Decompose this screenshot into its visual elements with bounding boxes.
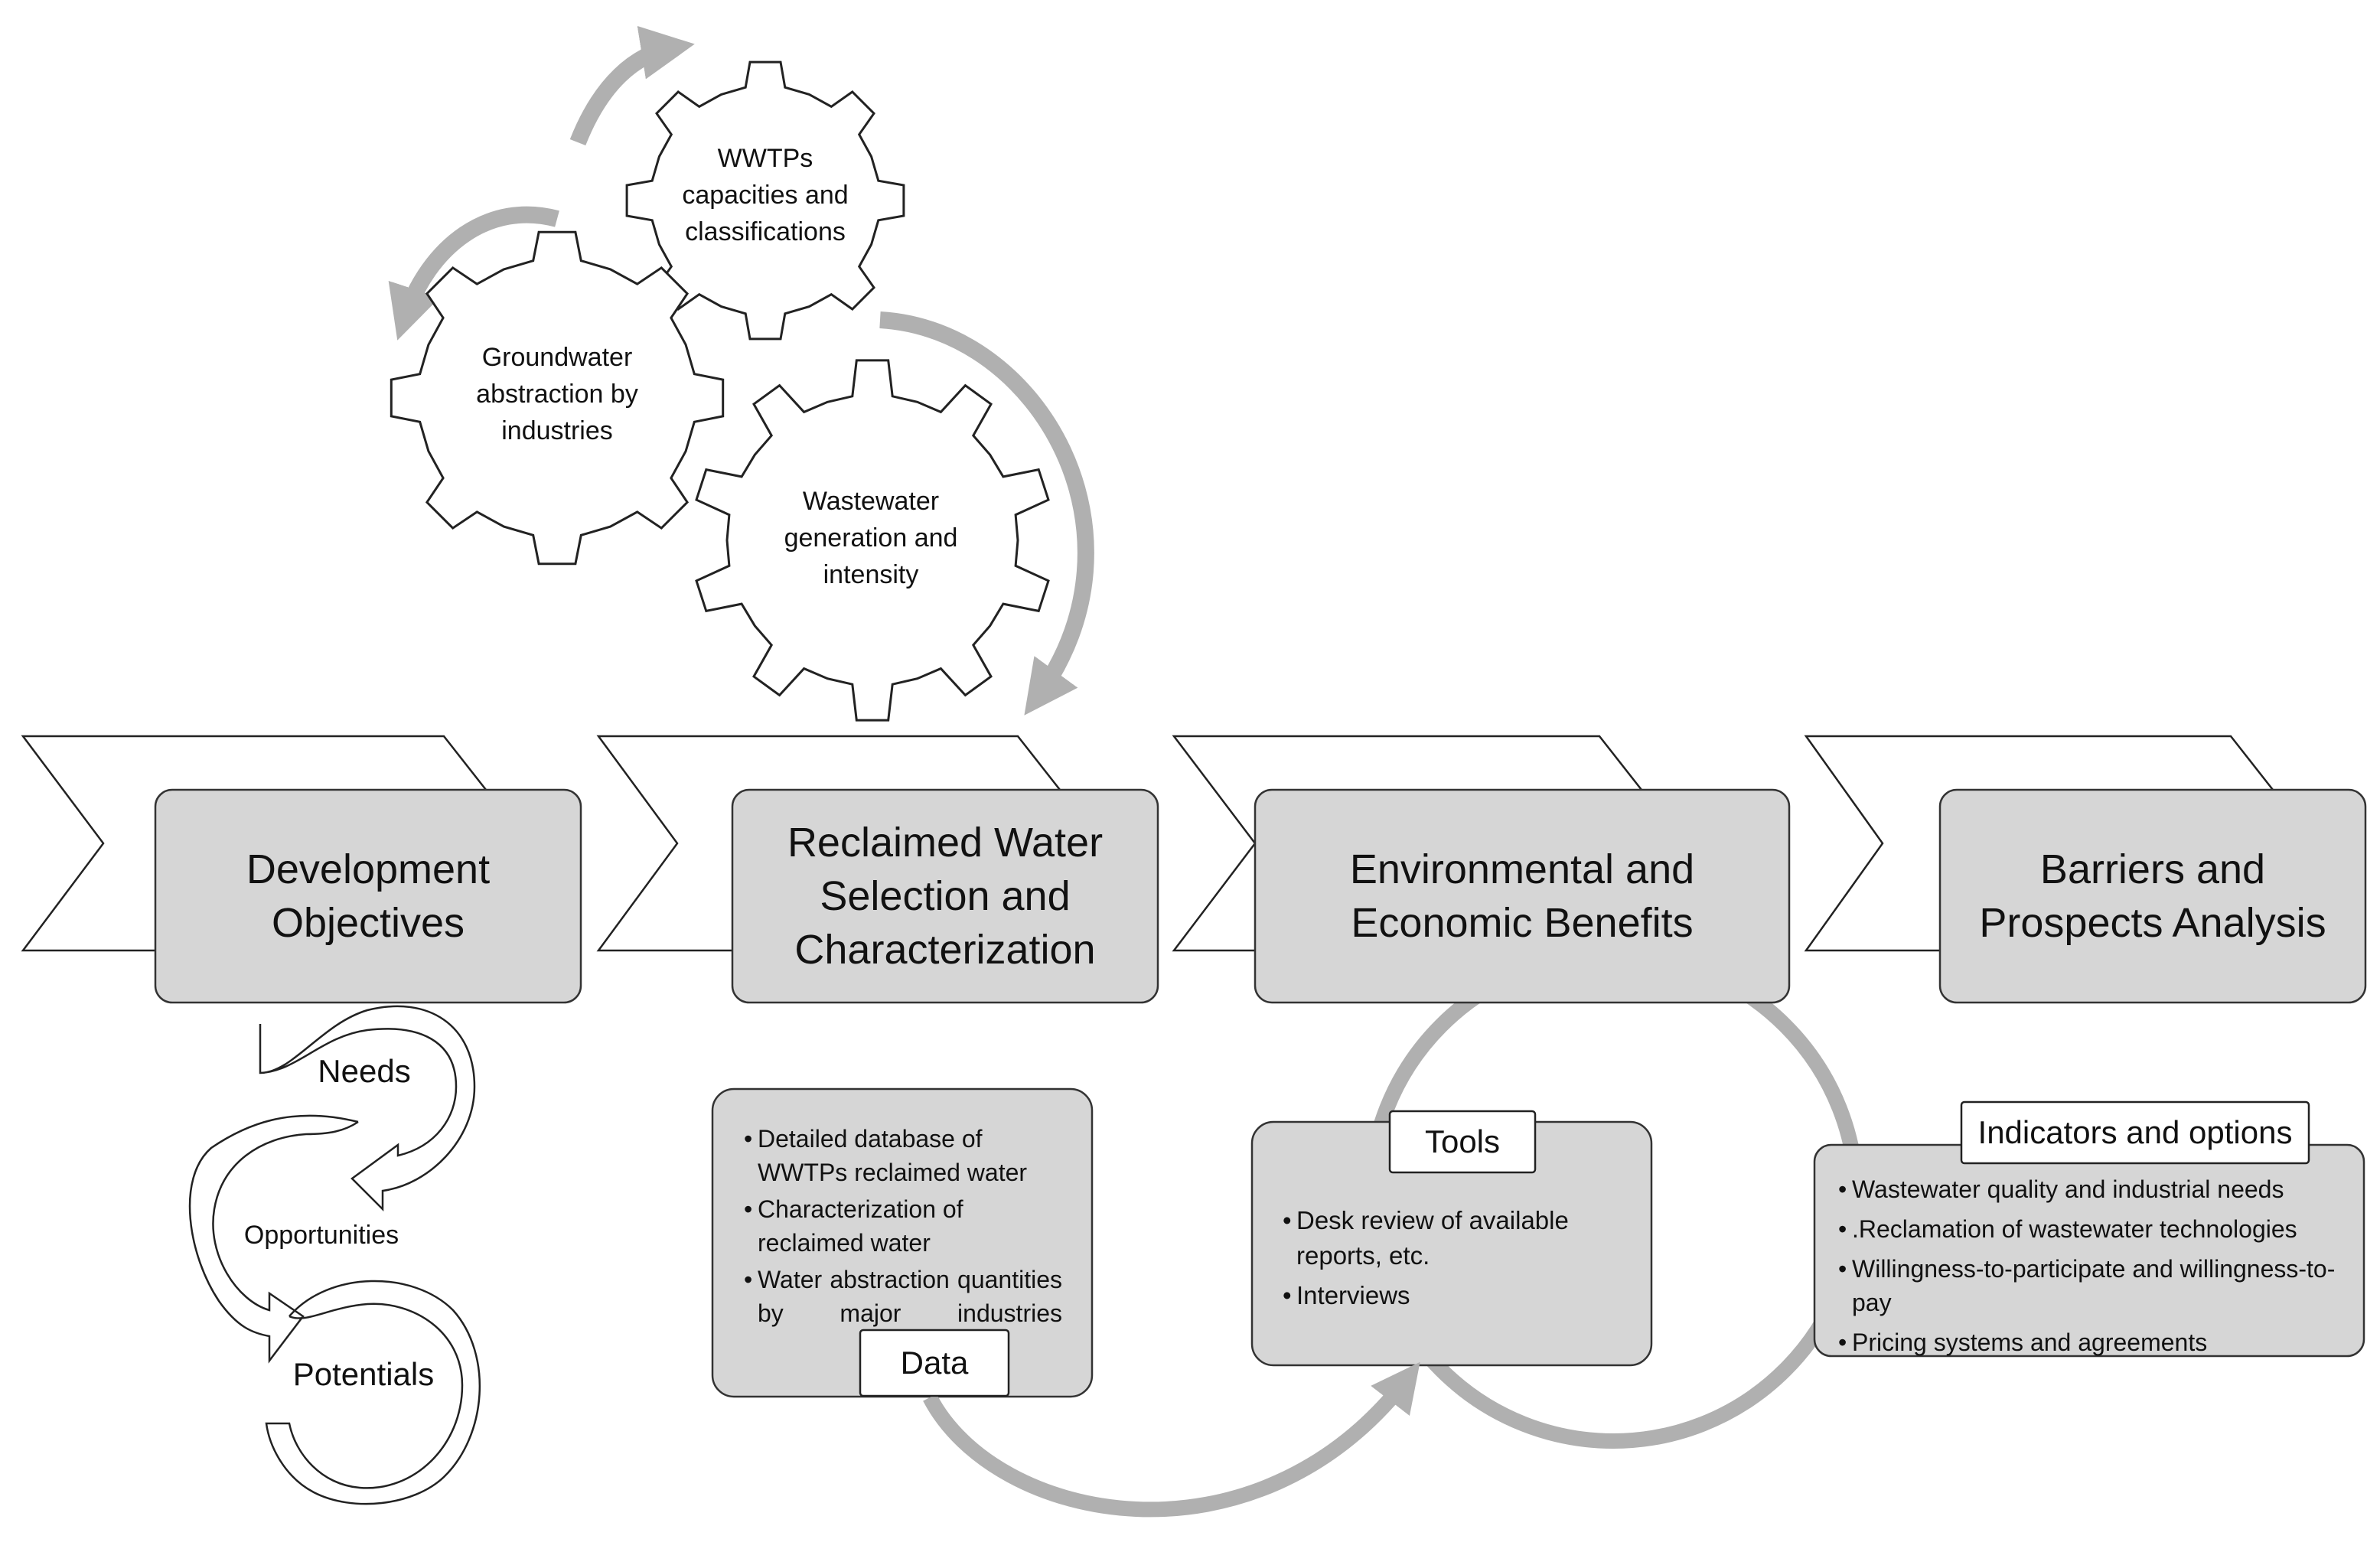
cycle-label-potentials: Potentials bbox=[292, 1356, 435, 1392]
stage-title-1: Development Objectives bbox=[246, 846, 491, 946]
data-item: Water abstraction quantities by major in… bbox=[744, 1263, 1062, 1330]
tools-list: Desk review of available reports, etc. I… bbox=[1283, 1203, 1619, 1318]
gear-label-wwtp: WWTPs capacities and classifications bbox=[682, 144, 849, 246]
cycle-arrow-needs bbox=[259, 1005, 476, 1212]
gear-arrow-left bbox=[388, 206, 559, 341]
data-label: Data bbox=[900, 1345, 969, 1381]
tools-label-tab bbox=[1388, 1110, 1537, 1174]
cycle-arrow-opportunities bbox=[188, 1114, 359, 1364]
gear-label-groundwater: Groundwater abstraction by industries bbox=[476, 343, 638, 445]
data-label-tab bbox=[859, 1329, 1010, 1397]
stage-title-4: Barriers and Prospects Analysis bbox=[1979, 846, 2326, 946]
indicators-list: Wastewater quality and industrial needs … bbox=[1838, 1172, 2343, 1365]
gear-arrow-right bbox=[879, 311, 1094, 716]
gear-wastewater bbox=[695, 359, 1050, 722]
tools-item: Desk review of available reports, etc. bbox=[1283, 1203, 1619, 1273]
stage-title-2: Reclaimed Water Selection and Characteri… bbox=[787, 820, 1104, 973]
tools-item: Interviews bbox=[1283, 1278, 1619, 1313]
gears-group bbox=[390, 60, 1050, 722]
indicators-item: Willingness-to-participate and willingne… bbox=[1838, 1252, 2343, 1319]
indicators-item: Pricing systems and agreements bbox=[1838, 1325, 2343, 1359]
cycle-label-opportunities: Opportunities bbox=[243, 1220, 399, 1250]
indicators-label-tab bbox=[1960, 1100, 2310, 1165]
indicators-item: Wastewater quality and industrial needs bbox=[1838, 1172, 2343, 1206]
data-to-tools-arrow bbox=[923, 1361, 1420, 1518]
tools-label: Tools bbox=[1424, 1123, 1501, 1159]
gear-wwtp bbox=[625, 60, 905, 341]
data-item: Characterization of reclaimed water bbox=[744, 1192, 1062, 1260]
data-item: Detailed database of WWTPs reclaimed wat… bbox=[744, 1122, 1062, 1189]
stage-box-3 bbox=[1254, 788, 1791, 1004]
cycle-arrow-potentials bbox=[265, 1280, 481, 1505]
stage-title-3: Environmental and Economic Benefits bbox=[1349, 846, 1695, 946]
indicators-item: .Reclamation of wastewater technologies bbox=[1838, 1212, 2343, 1246]
stage-box-4 bbox=[1938, 788, 2367, 1004]
stage-box-1 bbox=[154, 788, 582, 1004]
cycle-label-needs: Needs bbox=[318, 1053, 411, 1089]
gear-label-wastewater: Wastewater generation and intensity bbox=[784, 487, 958, 589]
indicators-label: Indicators and options bbox=[1977, 1114, 2293, 1150]
stage-box-2 bbox=[731, 788, 1159, 1004]
gear-groundwater bbox=[390, 230, 725, 566]
gear-arrow-top bbox=[569, 25, 695, 146]
data-list: Detailed database of WWTPs reclaimed wat… bbox=[744, 1122, 1062, 1333]
